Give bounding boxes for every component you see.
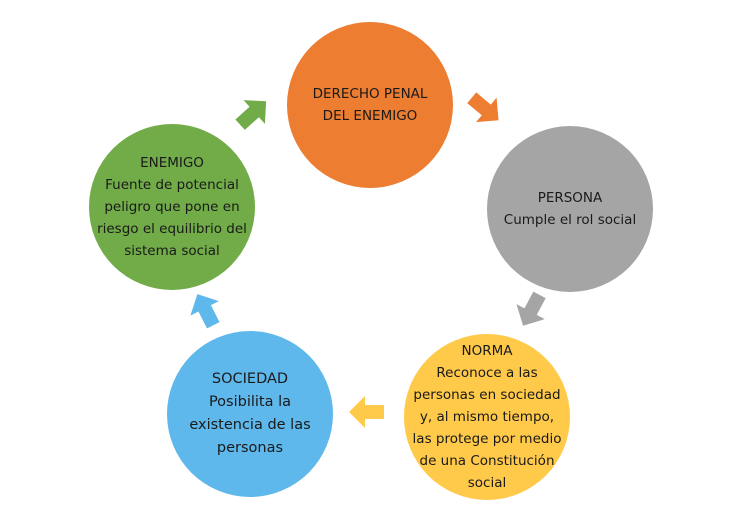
arrow-left-icon bbox=[349, 396, 384, 428]
node-persona: PERSONA Cumple el rol social bbox=[487, 126, 653, 292]
node-description: Cumple el rol social bbox=[503, 212, 637, 228]
node-norma: NORMA Reconoce a las personas en socieda… bbox=[404, 334, 570, 500]
node-sociedad: SOCIEDAD Posibilita la existencia de las… bbox=[167, 331, 333, 497]
node-enemigo: ENEMIGO Fuente de potencial peligro que … bbox=[89, 124, 255, 290]
arrow-up-left-icon bbox=[183, 286, 228, 333]
node-title: ENEMIGO bbox=[140, 155, 204, 171]
node-title: PERSONA bbox=[537, 190, 603, 206]
node-description: Fuente de potencial bbox=[105, 177, 239, 193]
node-title: NORMA bbox=[461, 343, 513, 359]
node-title: DERECHO PENAL bbox=[312, 86, 428, 102]
node-description: las protege por medio bbox=[412, 431, 562, 447]
node-description: personas bbox=[216, 440, 284, 456]
arrow-down-right-icon bbox=[461, 85, 509, 133]
node-derecho-penal-del-enemigo: DERECHO PENAL DEL ENEMIGO bbox=[287, 22, 453, 188]
arrow-up-right-icon bbox=[229, 89, 277, 137]
node-title: DEL ENEMIGO bbox=[322, 108, 418, 124]
node-description: Reconoce a las bbox=[436, 365, 538, 381]
node-description: y, al mismo tiempo, bbox=[419, 409, 555, 425]
node-description: sistema social bbox=[124, 243, 220, 259]
node-description: Posibilita la bbox=[208, 394, 292, 410]
node-title: SOCIEDAD bbox=[211, 371, 289, 387]
node-description: existencia de las bbox=[189, 417, 311, 433]
node-description: de una Constitución bbox=[419, 453, 555, 469]
node-description: personas en sociedad bbox=[413, 387, 561, 403]
node-description: social bbox=[467, 475, 507, 491]
node-description: riesgo el equilibrio del bbox=[97, 221, 247, 237]
arrow-down-left-icon bbox=[508, 287, 554, 334]
node-description: peligro que pone en bbox=[104, 199, 240, 215]
